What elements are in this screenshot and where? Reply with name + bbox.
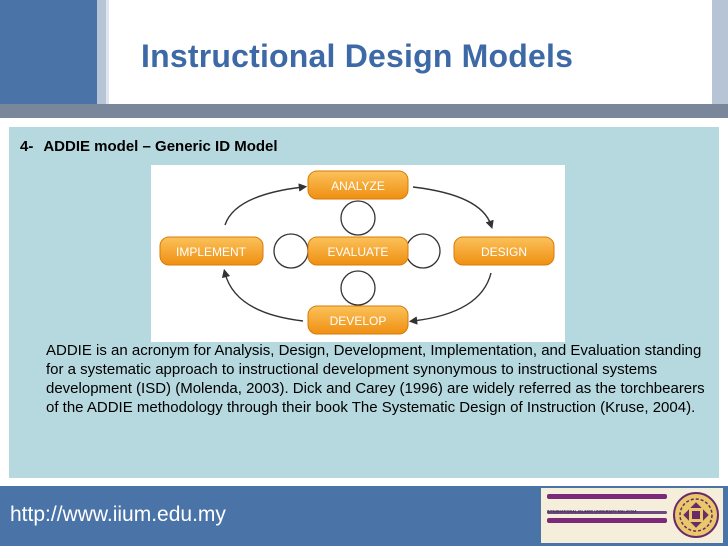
svg-text:ANALYZE: ANALYZE [331,179,385,193]
node-evaluate: EVALUATE [307,236,409,266]
header-stripe-light [106,0,109,104]
header-left-block [0,0,97,104]
university-seal-icon [673,492,719,538]
section-heading: 4- ADDIE model – Generic ID Model [20,138,278,155]
node-design: DESIGN [453,236,555,266]
node-analyze: ANALYZE [307,170,409,200]
slide-title: Instructional Design Models [141,38,574,74]
addie-diagram: ANALYZE IMPLEMENT EVALUATE DESIGN DEVELO… [151,165,565,342]
heading-text: ADDIE model – Generic ID Model [43,138,278,155]
svg-text:DEVELOP: DEVELOP [330,314,387,328]
body-paragraph: ADDIE is an acronym for Analysis, Design… [46,342,705,416]
cycle-arrow-develop-implement [221,268,304,322]
node-implement: IMPLEMENT [159,236,264,266]
header-right-block [712,0,728,104]
heading-number: 4- [20,138,34,155]
svg-text:IMPLEMENT: IMPLEMENT [176,245,247,259]
university-name-arabic [547,494,667,538]
connector-top [340,200,376,236]
university-name: INTERNATIONAL ISLAMIC UNIVERSITY MALAYSI… [547,510,637,514]
svg-text:DESIGN: DESIGN [481,245,527,259]
svg-text:EVALUATE: EVALUATE [328,245,389,259]
node-develop: DEVELOP [307,305,409,335]
cycle-arrow-implement-analyze [224,183,308,226]
connector-right [405,233,441,269]
cycle-arrow-analyze-design [412,186,494,229]
connector-bottom [340,270,376,306]
cycle-arrow-design-develop [408,272,492,325]
header-divider [0,104,728,118]
footer-url-link[interactable]: http://www.iium.edu.my [10,503,226,526]
header-stripe [97,0,106,104]
university-logo: INTERNATIONAL ISLAMIC UNIVERSITY MALAYSI… [541,488,723,543]
connector-left [273,233,309,269]
